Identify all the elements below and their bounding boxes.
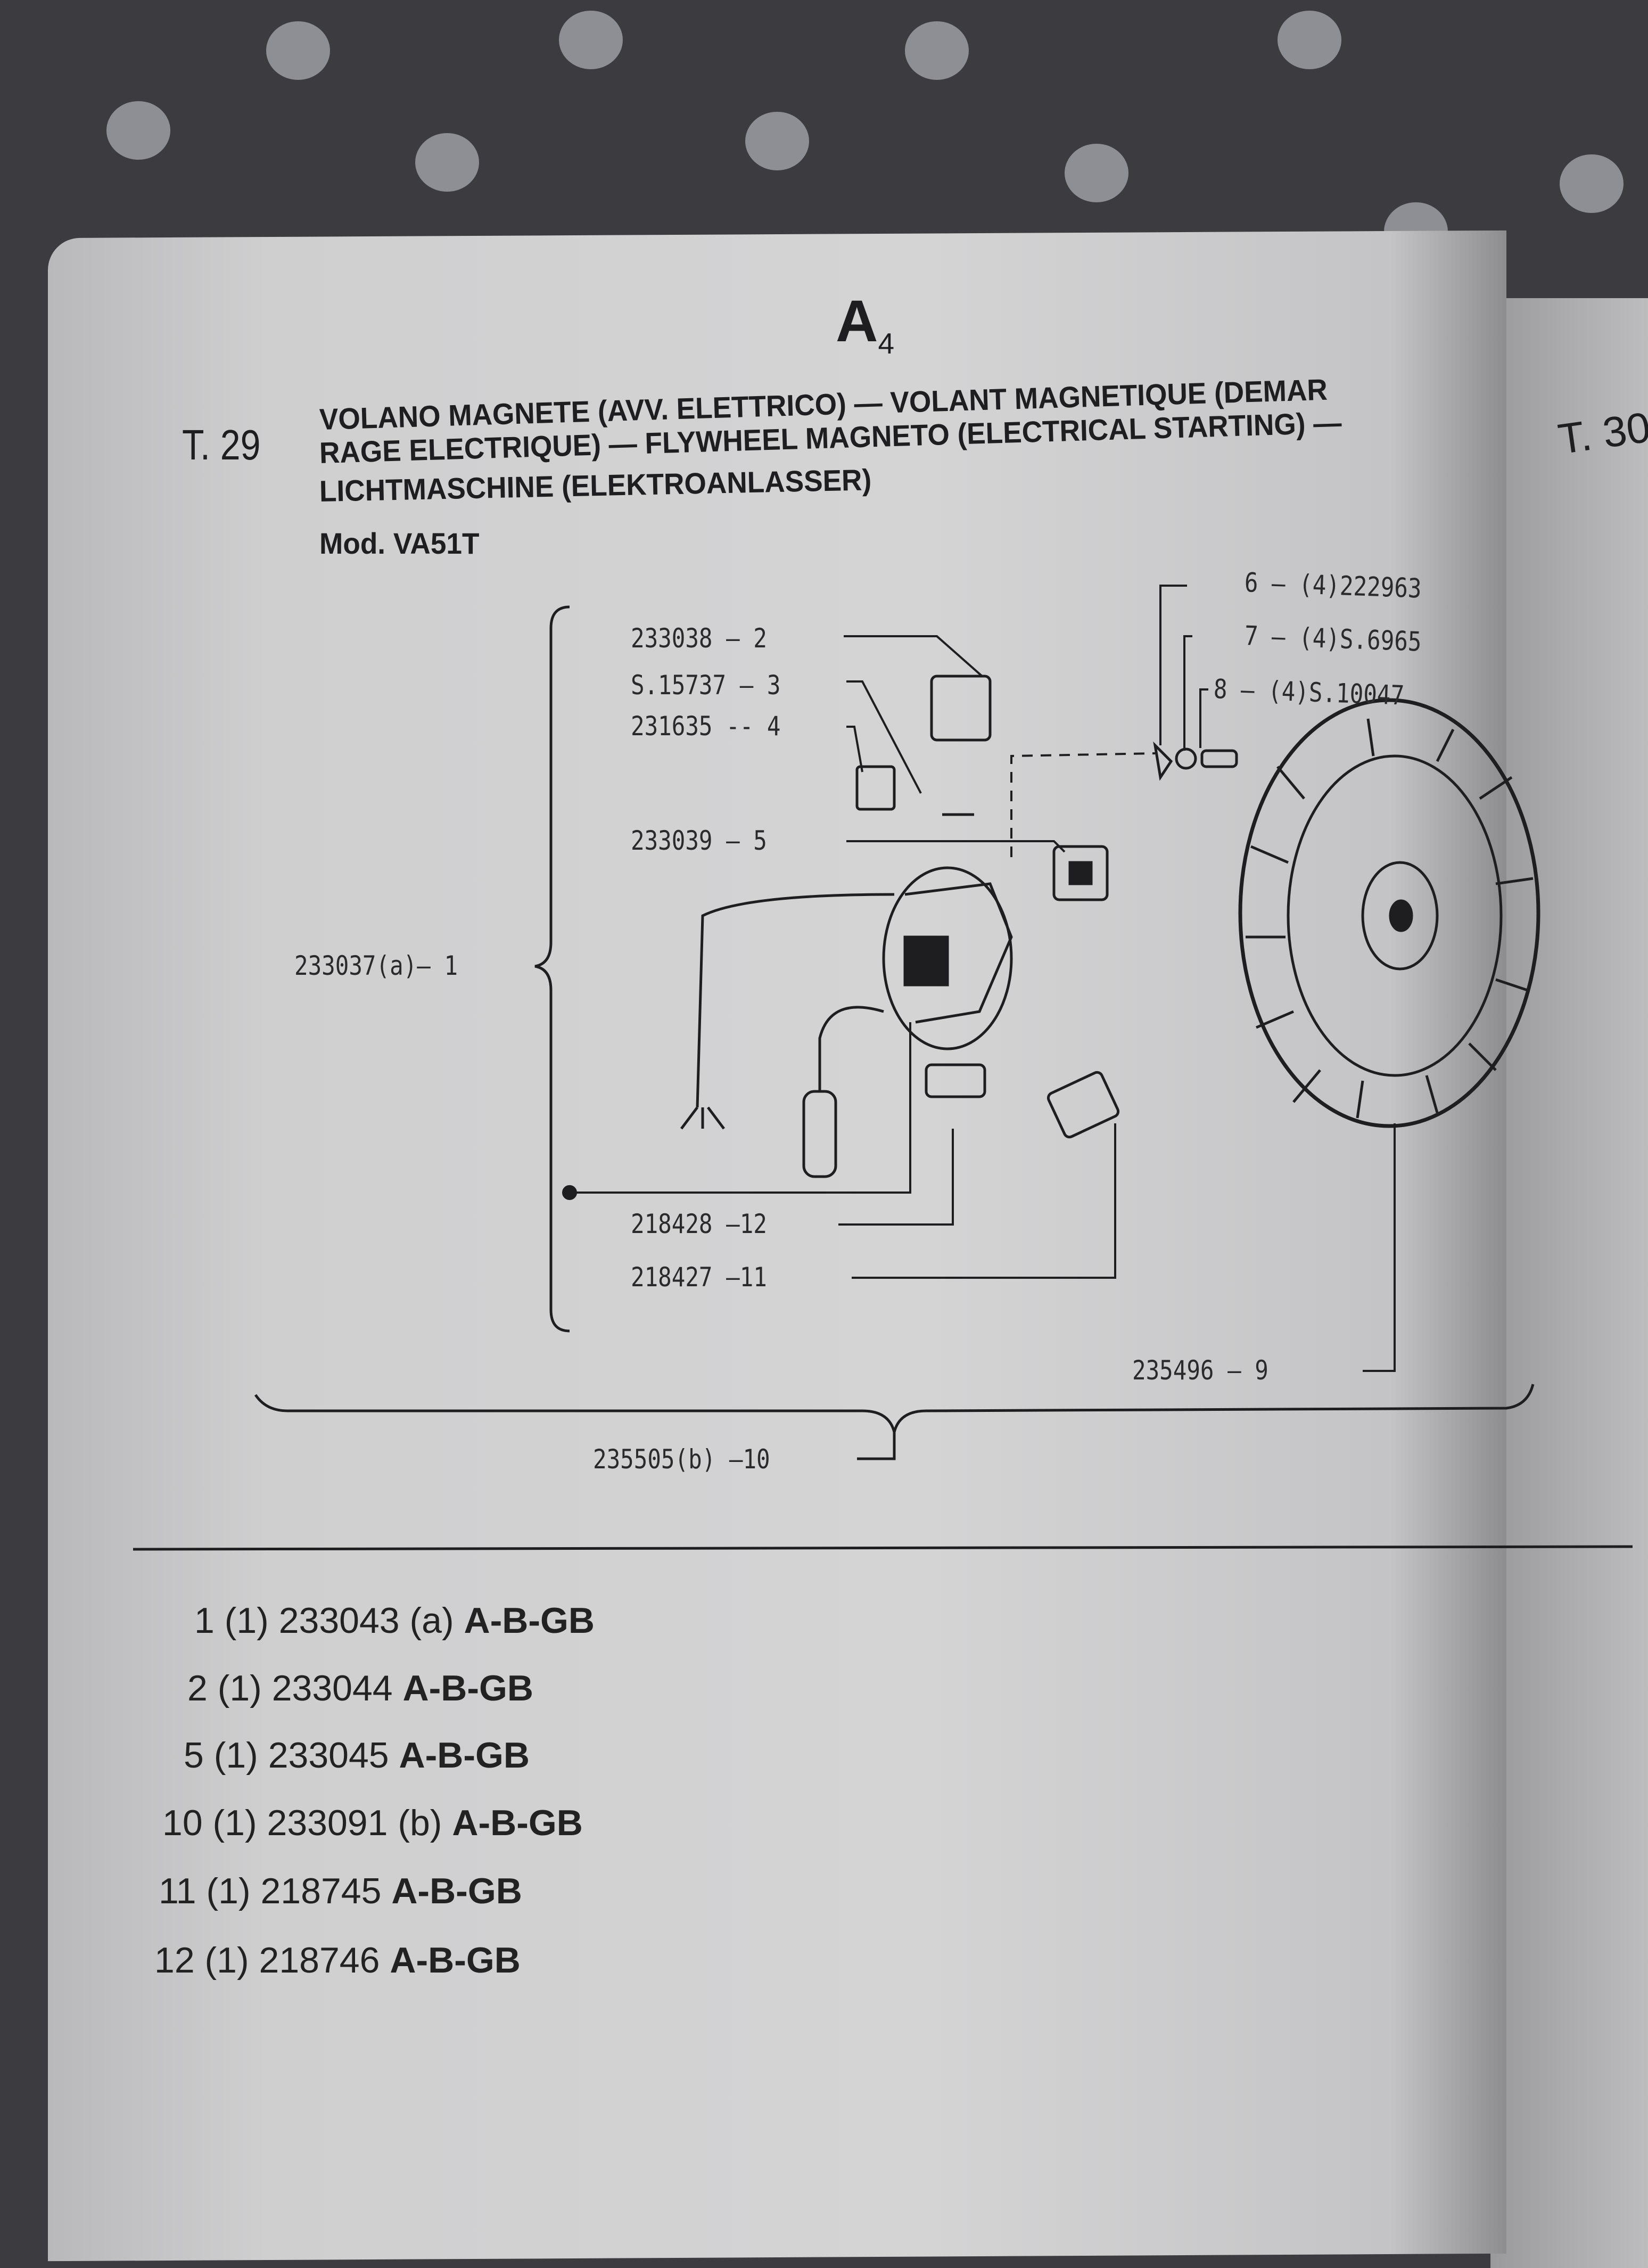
- parts-list-item: 12 (1) 218746 A-B-GB: [154, 1940, 521, 1981]
- fasteners-icon: [1153, 741, 1238, 781]
- leader-lines: [562, 585, 1396, 1372]
- callout-10: 235505(b) —10: [593, 1444, 770, 1475]
- parts-list-item: 2 (1) 233044 A-B-GB: [187, 1668, 534, 1708]
- coil-icons: [855, 675, 1120, 1139]
- left-brace: [534, 605, 570, 1333]
- parts-list-item: 10 (1) 233091 (b) A-B-GB: [162, 1803, 583, 1843]
- bottom-brace: [254, 1384, 1535, 1433]
- callout-2: 233038 — 2: [631, 623, 767, 654]
- callout-6: 6 — (4)222963: [1243, 567, 1422, 604]
- callout-9: 235496 — 9: [1132, 1355, 1268, 1386]
- parts-list-item: 5 (1) 233045 A-B-GB: [184, 1735, 530, 1776]
- table-number: T. 29: [182, 421, 261, 469]
- model-label: Mod. VA51T: [319, 527, 480, 560]
- callout-11: 218427 —11: [631, 1262, 767, 1293]
- parts-list-item: 1 (1) 233043 (a) A-B-GB: [194, 1600, 595, 1641]
- callout-5: 233039 — 5: [631, 825, 767, 856]
- callout-12: 218428 —12: [631, 1209, 767, 1239]
- exploded-diagram: [133, 585, 1633, 1551]
- parts-list-item: 11 (1) 218745 A-B-GB: [159, 1871, 522, 1911]
- divider: [133, 1545, 1633, 1551]
- stator-icon: [680, 866, 1013, 1178]
- flywheel-icon: [1238, 698, 1540, 1128]
- next-page: [1490, 298, 1648, 2268]
- section-header: A4: [836, 289, 895, 360]
- callout-1: 233037(a)— 1: [294, 950, 458, 981]
- callout-7: 7 — (4)S.6965: [1243, 620, 1422, 658]
- callout-4: 231635 -- 4: [631, 711, 781, 742]
- callout-3: S.15737 — 3: [631, 670, 781, 701]
